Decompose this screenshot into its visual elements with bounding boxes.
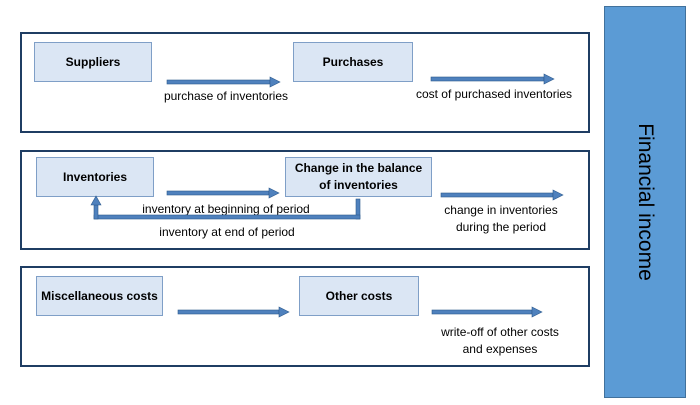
arrow-suppliers-to-purchases: [166, 76, 281, 88]
arrow-inventories-to-change: [166, 187, 280, 199]
node-inventories: Inventories: [36, 157, 154, 197]
arrow-change-out: [440, 189, 564, 201]
label-inventory-end: inventory at end of period: [159, 225, 295, 239]
financial-income-bar: Financial income: [604, 6, 686, 398]
arrow-other-out: [431, 306, 543, 318]
change-inv-line2: during the period: [455, 220, 547, 234]
node-miscellaneous-costs: Miscellaneous costs: [36, 276, 163, 316]
label-purchase-of-inventories: purchase of inventories: [163, 89, 289, 103]
arrow-misc-to-other: [177, 306, 290, 318]
label-write-off: write-off of other costs and expenses: [420, 324, 580, 358]
arrow-change-back-to-inventories: [90, 195, 361, 220]
node-suppliers: Suppliers: [34, 42, 152, 82]
change-balance-line2: of inventories: [319, 178, 398, 192]
write-off-line2: and expenses: [462, 342, 538, 356]
label-inventory-beginning: inventory at beginning of period: [142, 202, 310, 216]
change-inv-line1: change in inventories: [444, 203, 558, 217]
node-other-costs: Other costs: [299, 276, 419, 316]
label-cost-of-purchased-inventories: cost of purchased inventories: [415, 87, 573, 101]
write-off-line1: write-off of other costs: [441, 325, 559, 339]
change-balance-line1: Change in the balance: [294, 161, 423, 175]
financial-income-title: Financial income: [634, 123, 657, 281]
node-purchases: Purchases: [293, 42, 413, 82]
arrow-purchases-out: [430, 73, 555, 85]
node-change-in-balance: Change in the balance of inventories: [285, 157, 432, 197]
label-change-in-inventories: change in inventories during the period: [428, 202, 574, 236]
